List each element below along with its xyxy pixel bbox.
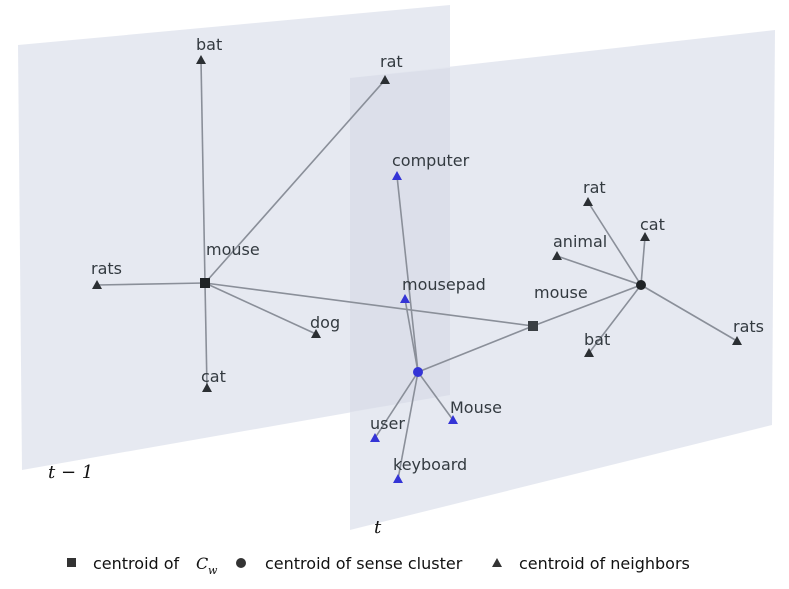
label-rats-current: rats <box>733 317 764 336</box>
label-mousepad: mousepad <box>402 275 486 294</box>
edge-mouse-bat <box>200 59 206 284</box>
label-bat-current: bat <box>584 330 610 349</box>
label-cat-previous: cat <box>201 367 226 386</box>
plane-overlap <box>350 68 450 412</box>
edge-blue-mousepad <box>404 298 419 373</box>
neighbor-Mouse <box>448 415 458 424</box>
legend-circle-text: centroid of sense cluster <box>265 554 463 573</box>
label-computer: computer <box>392 151 470 170</box>
label-mouse-previous: mouse <box>206 240 260 259</box>
edge-mouse-mouse <box>204 282 534 327</box>
neighbor-bat-previous <box>196 55 206 64</box>
neighbor-animal <box>552 251 562 260</box>
edge-mouse-cat <box>204 282 208 389</box>
edge-dark-rats <box>640 284 738 342</box>
label-keyboard: keyboard <box>393 455 467 474</box>
label-rat-current: rat <box>583 178 606 197</box>
neighbor-bat-current <box>584 348 594 357</box>
edge-blue-Mouse <box>417 371 454 421</box>
label-cat-current: cat <box>640 215 665 234</box>
edge-blue-user <box>374 371 419 439</box>
neighbor-rat-current <box>583 197 593 206</box>
edge-blue-keyboard <box>397 371 419 480</box>
sense-centroid-dark <box>636 280 646 290</box>
label-rat-previous: rat <box>380 52 403 71</box>
neighbor-user <box>370 433 380 442</box>
edge-mouse-dog <box>204 282 317 335</box>
centroid-square-current <box>528 321 538 331</box>
label-Mouse: Mouse <box>450 398 502 417</box>
sense-centroid-blue <box>413 367 423 377</box>
label-animal: animal <box>553 232 607 251</box>
plane-current <box>350 30 775 530</box>
neighbor-mousepad <box>400 294 410 303</box>
label-rats-previous: rats <box>91 259 122 278</box>
legend-circle-icon <box>236 558 246 568</box>
neighbor-rats-previous <box>92 280 102 289</box>
edge-blue-computer <box>396 175 419 373</box>
centroid-square-previous <box>200 278 210 288</box>
neighbor-keyboard <box>393 474 403 483</box>
plane-label-previous: t − 1 <box>48 462 93 483</box>
legend-triangle-icon <box>492 558 502 567</box>
legend-triangle-text: centroid of neighbors <box>519 554 690 573</box>
neighbor-rat-previous <box>380 75 390 84</box>
legend: centroid of C w centroid of sense cluste… <box>67 554 690 577</box>
edge-dark-centroid <box>532 284 642 327</box>
neighbor-cat-current <box>640 232 650 241</box>
edge-mouse-rats <box>96 282 206 286</box>
edge-mouse-rat <box>204 79 386 284</box>
legend-square-symbol: C <box>196 554 208 573</box>
neighbor-dog-previous <box>311 329 321 338</box>
neighbor-rats-current <box>732 336 742 345</box>
plane-label-current: t <box>374 517 382 538</box>
label-dog-previous: dog <box>310 313 340 332</box>
label-user: user <box>370 414 405 433</box>
legend-square-sub: w <box>208 564 218 577</box>
edge-dark-animal <box>556 255 642 286</box>
edge-dark-cat <box>640 236 646 286</box>
edge-blue-centroid <box>417 325 534 373</box>
edge-dark-bat <box>588 284 642 354</box>
plane-previous <box>18 5 450 470</box>
label-bat-previous: bat <box>196 35 222 54</box>
legend-square-icon <box>67 558 76 567</box>
neighbor-computer <box>392 171 402 180</box>
edge-dark-rat <box>587 201 642 286</box>
label-mouse-current: mouse <box>534 283 588 302</box>
neighbor-cat-previous <box>202 383 212 392</box>
legend-square-text: centroid of <box>93 554 180 573</box>
